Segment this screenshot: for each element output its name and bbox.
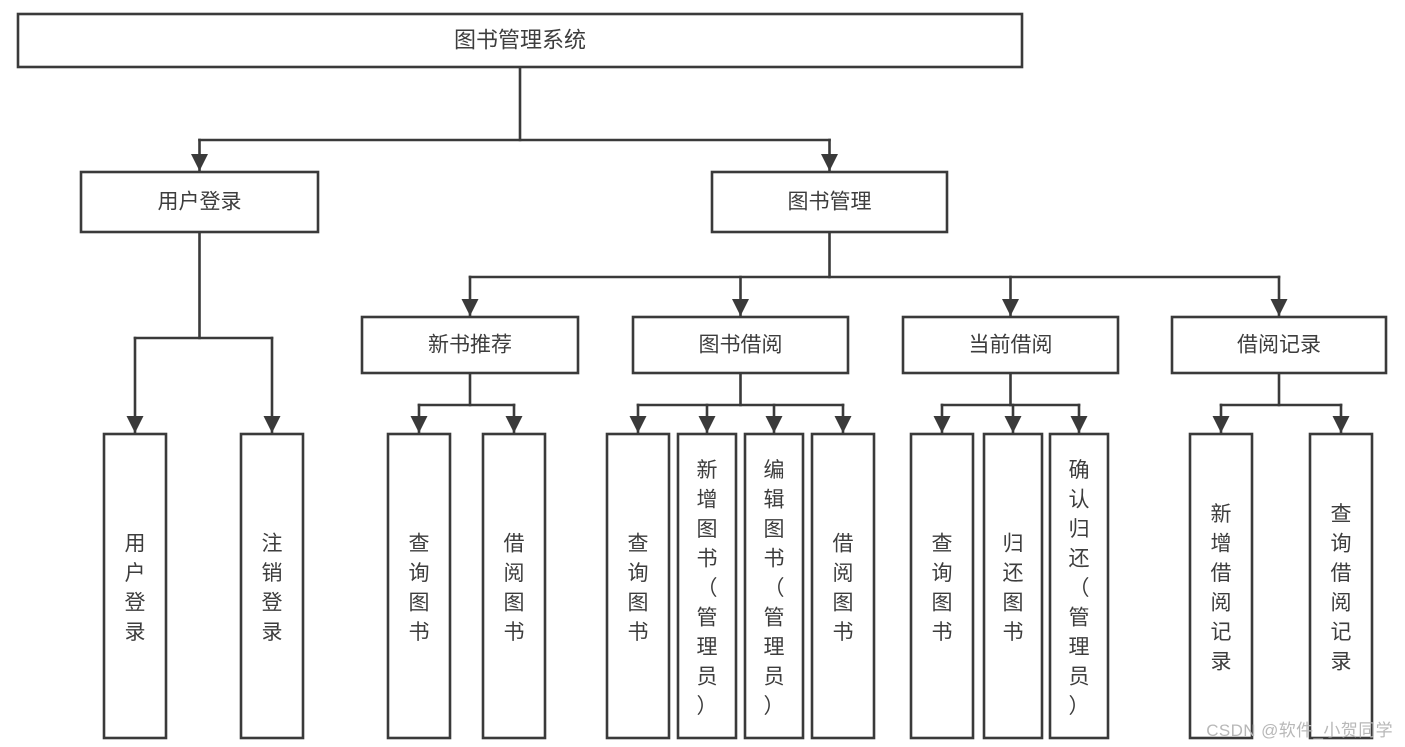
- node-label: 用户登录: [158, 191, 242, 214]
- arrow-head-icon: [1212, 416, 1230, 433]
- leaf-node-借阅图书-7[interactable]: 借阅图书: [810, 432, 876, 740]
- arrow-head-icon: [933, 416, 951, 433]
- node-box: [631, 315, 850, 375]
- arrow-head-icon: [505, 416, 523, 433]
- node-box: [909, 432, 975, 740]
- node-label: 借阅图书: [504, 533, 525, 645]
- level2-node-图书管理[interactable]: 图书管理: [710, 170, 949, 234]
- node-box: [1048, 432, 1110, 740]
- node-label: 确认归还（管理员）: [1069, 459, 1090, 718]
- node-label: 借阅图书: [833, 533, 854, 645]
- node-box: [982, 432, 1044, 740]
- arrow-head-icon: [698, 416, 716, 433]
- arrow-head-icon: [126, 416, 144, 433]
- arrow-head-icon: [191, 154, 208, 171]
- level2-node-用户登录[interactable]: 用户登录: [79, 170, 320, 234]
- root-node-图书管理系统[interactable]: 图书管理系统: [16, 12, 1024, 69]
- node-box: [16, 12, 1024, 69]
- node-label: 新增图书（管理员）: [697, 459, 718, 718]
- leaf-node-注销登录-1[interactable]: 注销登录: [239, 432, 305, 740]
- arrow-head-icon: [1004, 416, 1022, 433]
- arrow-head-icon: [834, 416, 852, 433]
- node-box: [710, 170, 949, 234]
- arrow-head-icon: [461, 299, 479, 316]
- arrow-head-icon: [1070, 416, 1088, 433]
- node-label: 新书推荐: [428, 334, 512, 357]
- node-label: 新增借阅记录: [1211, 503, 1232, 674]
- node-box: [1170, 315, 1388, 375]
- node-box: [79, 170, 320, 234]
- arrow-head-icon: [765, 416, 783, 433]
- node-box: [605, 432, 671, 740]
- arrow-head-icon: [821, 154, 838, 171]
- node-box: [676, 432, 738, 740]
- leaf-node-新增借阅记录-11[interactable]: 新增借阅记录: [1188, 432, 1254, 740]
- leaf-node-确认归还管理员-10[interactable]: 确认归还（管理员）: [1048, 432, 1110, 740]
- node-box: [386, 432, 452, 740]
- arrow-head-icon: [1002, 299, 1019, 316]
- arrow-head-icon: [263, 416, 281, 433]
- node-label: 注销登录: [262, 533, 283, 645]
- node-label: 当前借阅: [969, 334, 1053, 357]
- node-label: 图书管理: [788, 191, 872, 214]
- node-label: 编辑图书（管理员）: [764, 459, 785, 718]
- node-box: [743, 432, 805, 740]
- arrow-head-icon: [410, 416, 428, 433]
- leaf-node-查询借阅记录-12[interactable]: 查询借阅记录: [1308, 432, 1374, 740]
- arrow-head-icon: [1332, 416, 1350, 433]
- leaf-node-新增图书管理员-5[interactable]: 新增图书（管理员）: [676, 432, 738, 740]
- level3-node-图书借阅[interactable]: 图书借阅: [631, 315, 850, 375]
- node-box: [1308, 432, 1374, 740]
- node-box: [1188, 432, 1254, 740]
- node-box: [481, 432, 547, 740]
- node-label: 借阅记录: [1237, 334, 1321, 357]
- node-layer: 图书管理系统用户登录图书管理新书推荐图书借阅当前借阅借阅记录用户登录注销登录查询…: [16, 12, 1388, 740]
- arrow-head-icon: [1270, 299, 1288, 316]
- leaf-node-用户登录-0[interactable]: 用户登录: [102, 432, 168, 740]
- connector-layer: [126, 65, 1350, 435]
- node-label: 归还图书: [1003, 533, 1024, 645]
- leaf-node-查询图书-2[interactable]: 查询图书: [386, 432, 452, 740]
- leaf-node-查询图书-8[interactable]: 查询图书: [909, 432, 975, 740]
- leaf-node-查询图书-4[interactable]: 查询图书: [605, 432, 671, 740]
- leaf-node-编辑图书管理员-6[interactable]: 编辑图书（管理员）: [743, 432, 805, 740]
- node-label: 查询图书: [932, 533, 953, 645]
- node-box: [901, 315, 1120, 375]
- node-label: 图书管理系统: [454, 27, 586, 52]
- leaf-node-归还图书-9[interactable]: 归还图书: [982, 432, 1044, 740]
- arrow-head-icon: [732, 299, 749, 316]
- node-label: 查询图书: [628, 533, 649, 645]
- node-label: 用户登录: [125, 533, 146, 645]
- node-box: [102, 432, 168, 740]
- arrow-head-icon: [629, 416, 647, 433]
- node-box: [360, 315, 580, 375]
- level3-node-当前借阅[interactable]: 当前借阅: [901, 315, 1120, 375]
- node-label: 图书借阅: [699, 334, 783, 357]
- node-box: [239, 432, 305, 740]
- level3-node-新书推荐[interactable]: 新书推荐: [360, 315, 580, 375]
- leaf-node-借阅图书-3[interactable]: 借阅图书: [481, 432, 547, 740]
- node-label: 查询图书: [409, 533, 430, 645]
- level3-node-借阅记录[interactable]: 借阅记录: [1170, 315, 1388, 375]
- node-box: [810, 432, 876, 740]
- node-label: 查询借阅记录: [1331, 503, 1352, 674]
